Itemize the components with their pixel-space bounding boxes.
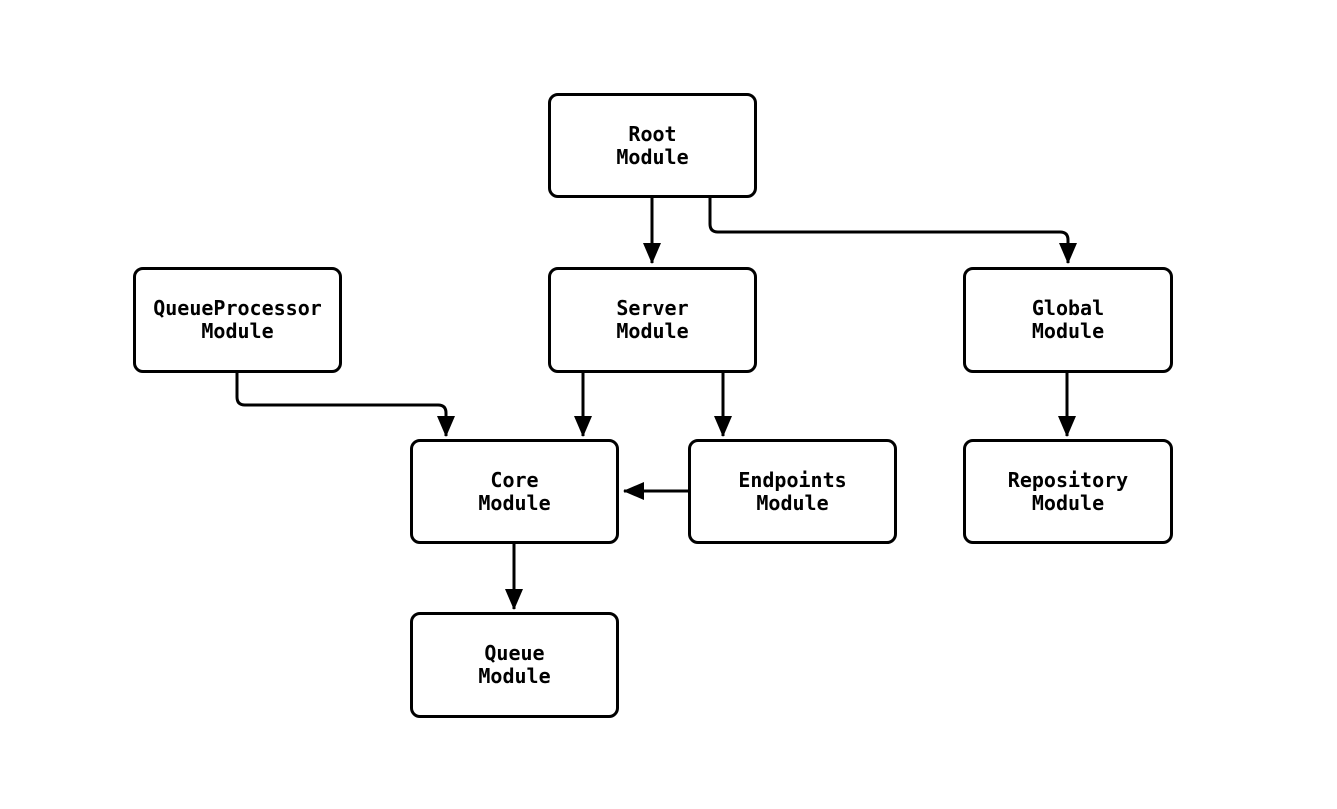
node-repository-module-label: Repository Module — [1007, 467, 1129, 515]
node-queueprocessor-module: QueueProcessor Module — [133, 267, 342, 373]
node-queue-module: Queue Module — [410, 612, 619, 718]
node-queue-module-label: Queue Module — [478, 641, 551, 688]
node-server-module: Server Module — [548, 267, 757, 373]
edge-queueprocessor-to-core — [235, 373, 455, 437]
node-root-module: Root Module — [548, 93, 757, 198]
node-repository-module: Repository Module — [963, 439, 1173, 544]
node-queueprocessor-module-label: QueueProcessor Module — [153, 296, 322, 343]
node-root-module-label: Root Module — [616, 121, 689, 169]
edge-root-to-global — [708, 198, 1077, 264]
node-core-module: Core Module — [410, 439, 619, 544]
node-endpoints-module-label: Endpoints Module — [738, 467, 847, 515]
node-endpoints-module: Endpoints Module — [688, 439, 897, 544]
node-core-module-label: Core Module — [478, 467, 551, 515]
node-server-module-label: Server Module — [616, 296, 689, 343]
node-global-module: Global Module — [963, 267, 1173, 373]
node-global-module-label: Global Module — [1031, 296, 1105, 343]
